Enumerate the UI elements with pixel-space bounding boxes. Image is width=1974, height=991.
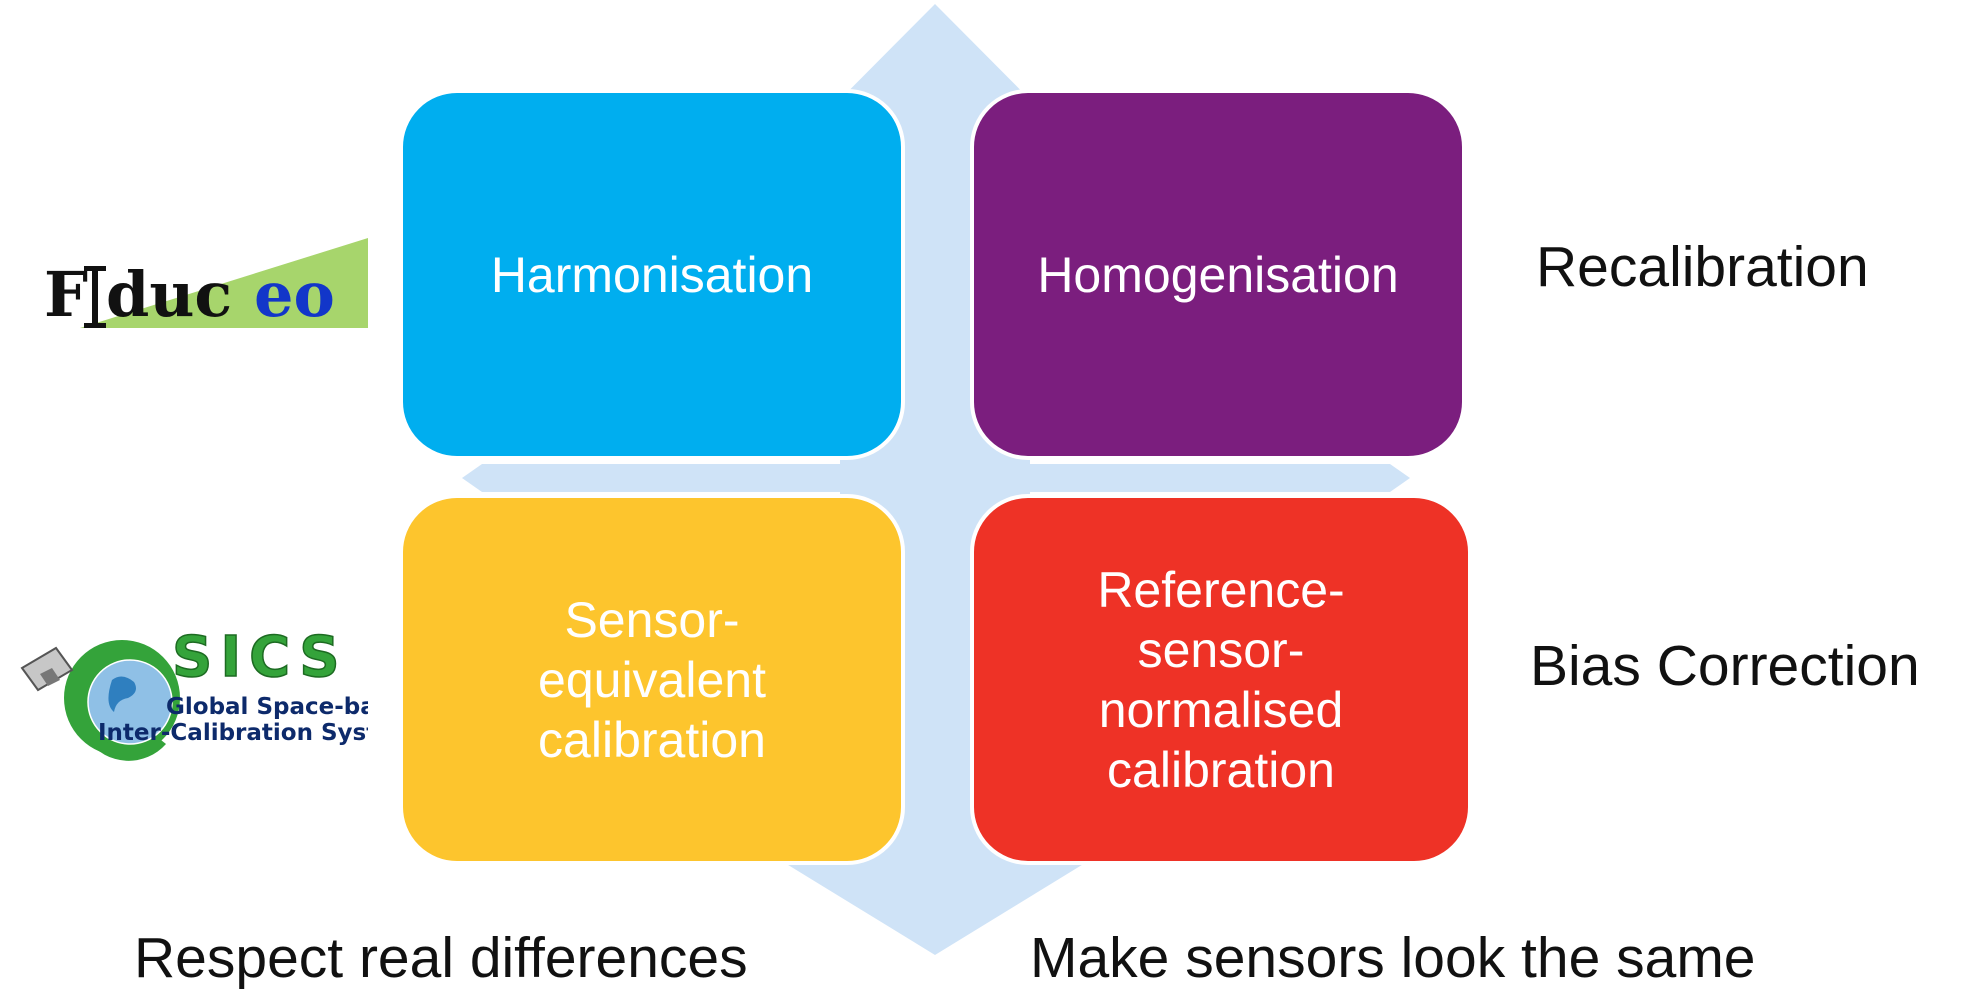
svg-text:SICS: SICS [172,628,348,690]
reference-sensor-normalised-calibration-box: Reference- sensor- normalised calibratio… [970,494,1472,865]
gsics-logo: SICS Global Space-based Inter-Calibratio… [20,628,368,761]
make-sensors-look-same-label: Make sensors look the same [1030,926,1756,990]
horizontal-double-arrow [462,464,1410,492]
svg-text:F: F [44,258,88,331]
svg-text:duc: duc [106,258,232,331]
svg-text:eo: eo [254,258,335,331]
respect-real-differences-label: Respect real differences [134,926,748,990]
recalibration-label: Recalibration [1536,235,1869,299]
svg-text:Inter-Calibration System: Inter-Calibration System [98,720,368,746]
svg-text:Global Space-based: Global Space-based [166,694,368,720]
sensor-equivalent-calibration-label: Sensor- equivalent calibration [538,591,766,768]
fiduceo-logo: F duc eo [44,238,368,331]
homogenisation-box: Homogenisation [970,89,1466,460]
sensor-equivalent-calibration-box: Sensor- equivalent calibration [399,494,905,865]
harmonisation-box: Harmonisation [399,89,905,460]
bias-correction-label: Bias Correction [1530,634,1920,698]
harmonisation-label: Harmonisation [490,246,814,303]
reference-sensor-normalised-calibration-label: Reference- sensor- normalised calibratio… [1097,561,1345,798]
homogenisation-label: Homogenisation [1037,246,1399,303]
